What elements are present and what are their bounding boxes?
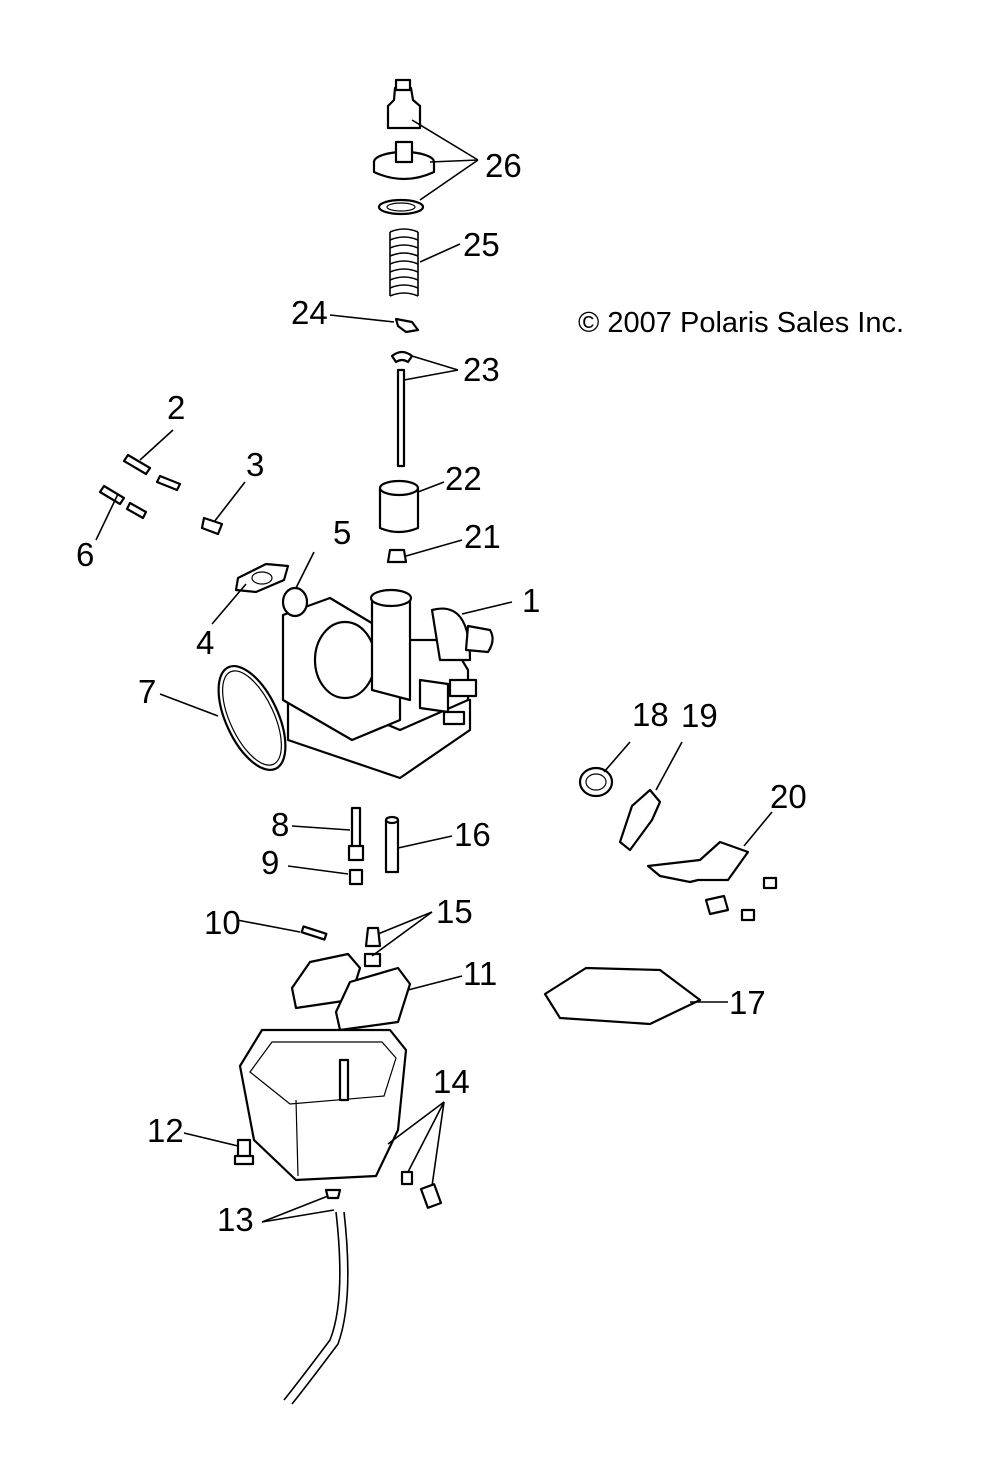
float-bowl [238, 1028, 408, 1182]
callout-5: 5 [333, 514, 351, 551]
part-6-screw [98, 484, 148, 520]
part-14-drain-screw [400, 1170, 443, 1209]
part-10-pin [300, 925, 328, 941]
callout-26: 26 [485, 147, 522, 184]
part-3-screw [200, 516, 224, 536]
callout-16: 16 [454, 816, 491, 853]
part-19-lever [618, 788, 662, 852]
callout-8: 8 [271, 806, 289, 843]
copyright-notice: © 2007 Polaris Sales Inc. [578, 307, 904, 339]
callout-6: 6 [76, 536, 94, 573]
part-5-o-ring [281, 586, 309, 618]
part-23-needle [390, 350, 414, 468]
callout-25: 25 [463, 226, 500, 263]
part-25-spring [389, 228, 419, 297]
callout-12: 12 [147, 1112, 184, 1149]
callouts: 1 2 3 4 5 6 7 8 9 10 11 12 13 14 15 16 1… [76, 147, 807, 1238]
part-2-screw [122, 453, 182, 492]
part-15-needle-valve [363, 926, 382, 968]
callout-15: 15 [436, 893, 473, 930]
part-9-main-jet [348, 868, 364, 886]
part-12-screw [233, 1138, 255, 1166]
callout-13: 13 [217, 1201, 254, 1238]
callout-19: 19 [681, 697, 718, 734]
part-18-spring [578, 766, 614, 798]
callout-17: 17 [729, 984, 766, 1021]
part-13-drain-hose [283, 1188, 349, 1405]
callout-18: 18 [632, 696, 669, 733]
part-16-pilot-jet [384, 815, 400, 874]
part-22-throttle-slide [378, 479, 420, 534]
part-1-carburetor-body [281, 588, 494, 780]
callout-7: 7 [138, 673, 156, 710]
leader-lines [95, 119, 773, 1223]
part-21-jet [386, 548, 408, 564]
part-4-plate [234, 562, 290, 594]
part-20-bracket [646, 840, 778, 922]
callout-23: 23 [463, 351, 500, 388]
callout-2: 2 [167, 389, 185, 426]
callout-22: 22 [445, 460, 482, 497]
callout-1: 1 [522, 582, 540, 619]
callout-9: 9 [261, 844, 279, 881]
callout-4: 4 [196, 624, 214, 661]
callout-20: 20 [770, 778, 807, 815]
part-26-cap-assembly [372, 78, 436, 216]
part-17-bowl-gasket [543, 966, 702, 1026]
part-8-needle-jet [347, 806, 365, 862]
part-24-clip [394, 317, 420, 334]
part-7-gasket [217, 664, 287, 772]
callout-3: 3 [246, 446, 264, 483]
callout-14: 14 [433, 1063, 470, 1100]
callout-21: 21 [464, 518, 501, 555]
callout-10: 10 [204, 904, 241, 941]
part-11-float [290, 952, 412, 1032]
callout-11: 11 [463, 955, 497, 992]
callout-24: 24 [291, 294, 328, 331]
